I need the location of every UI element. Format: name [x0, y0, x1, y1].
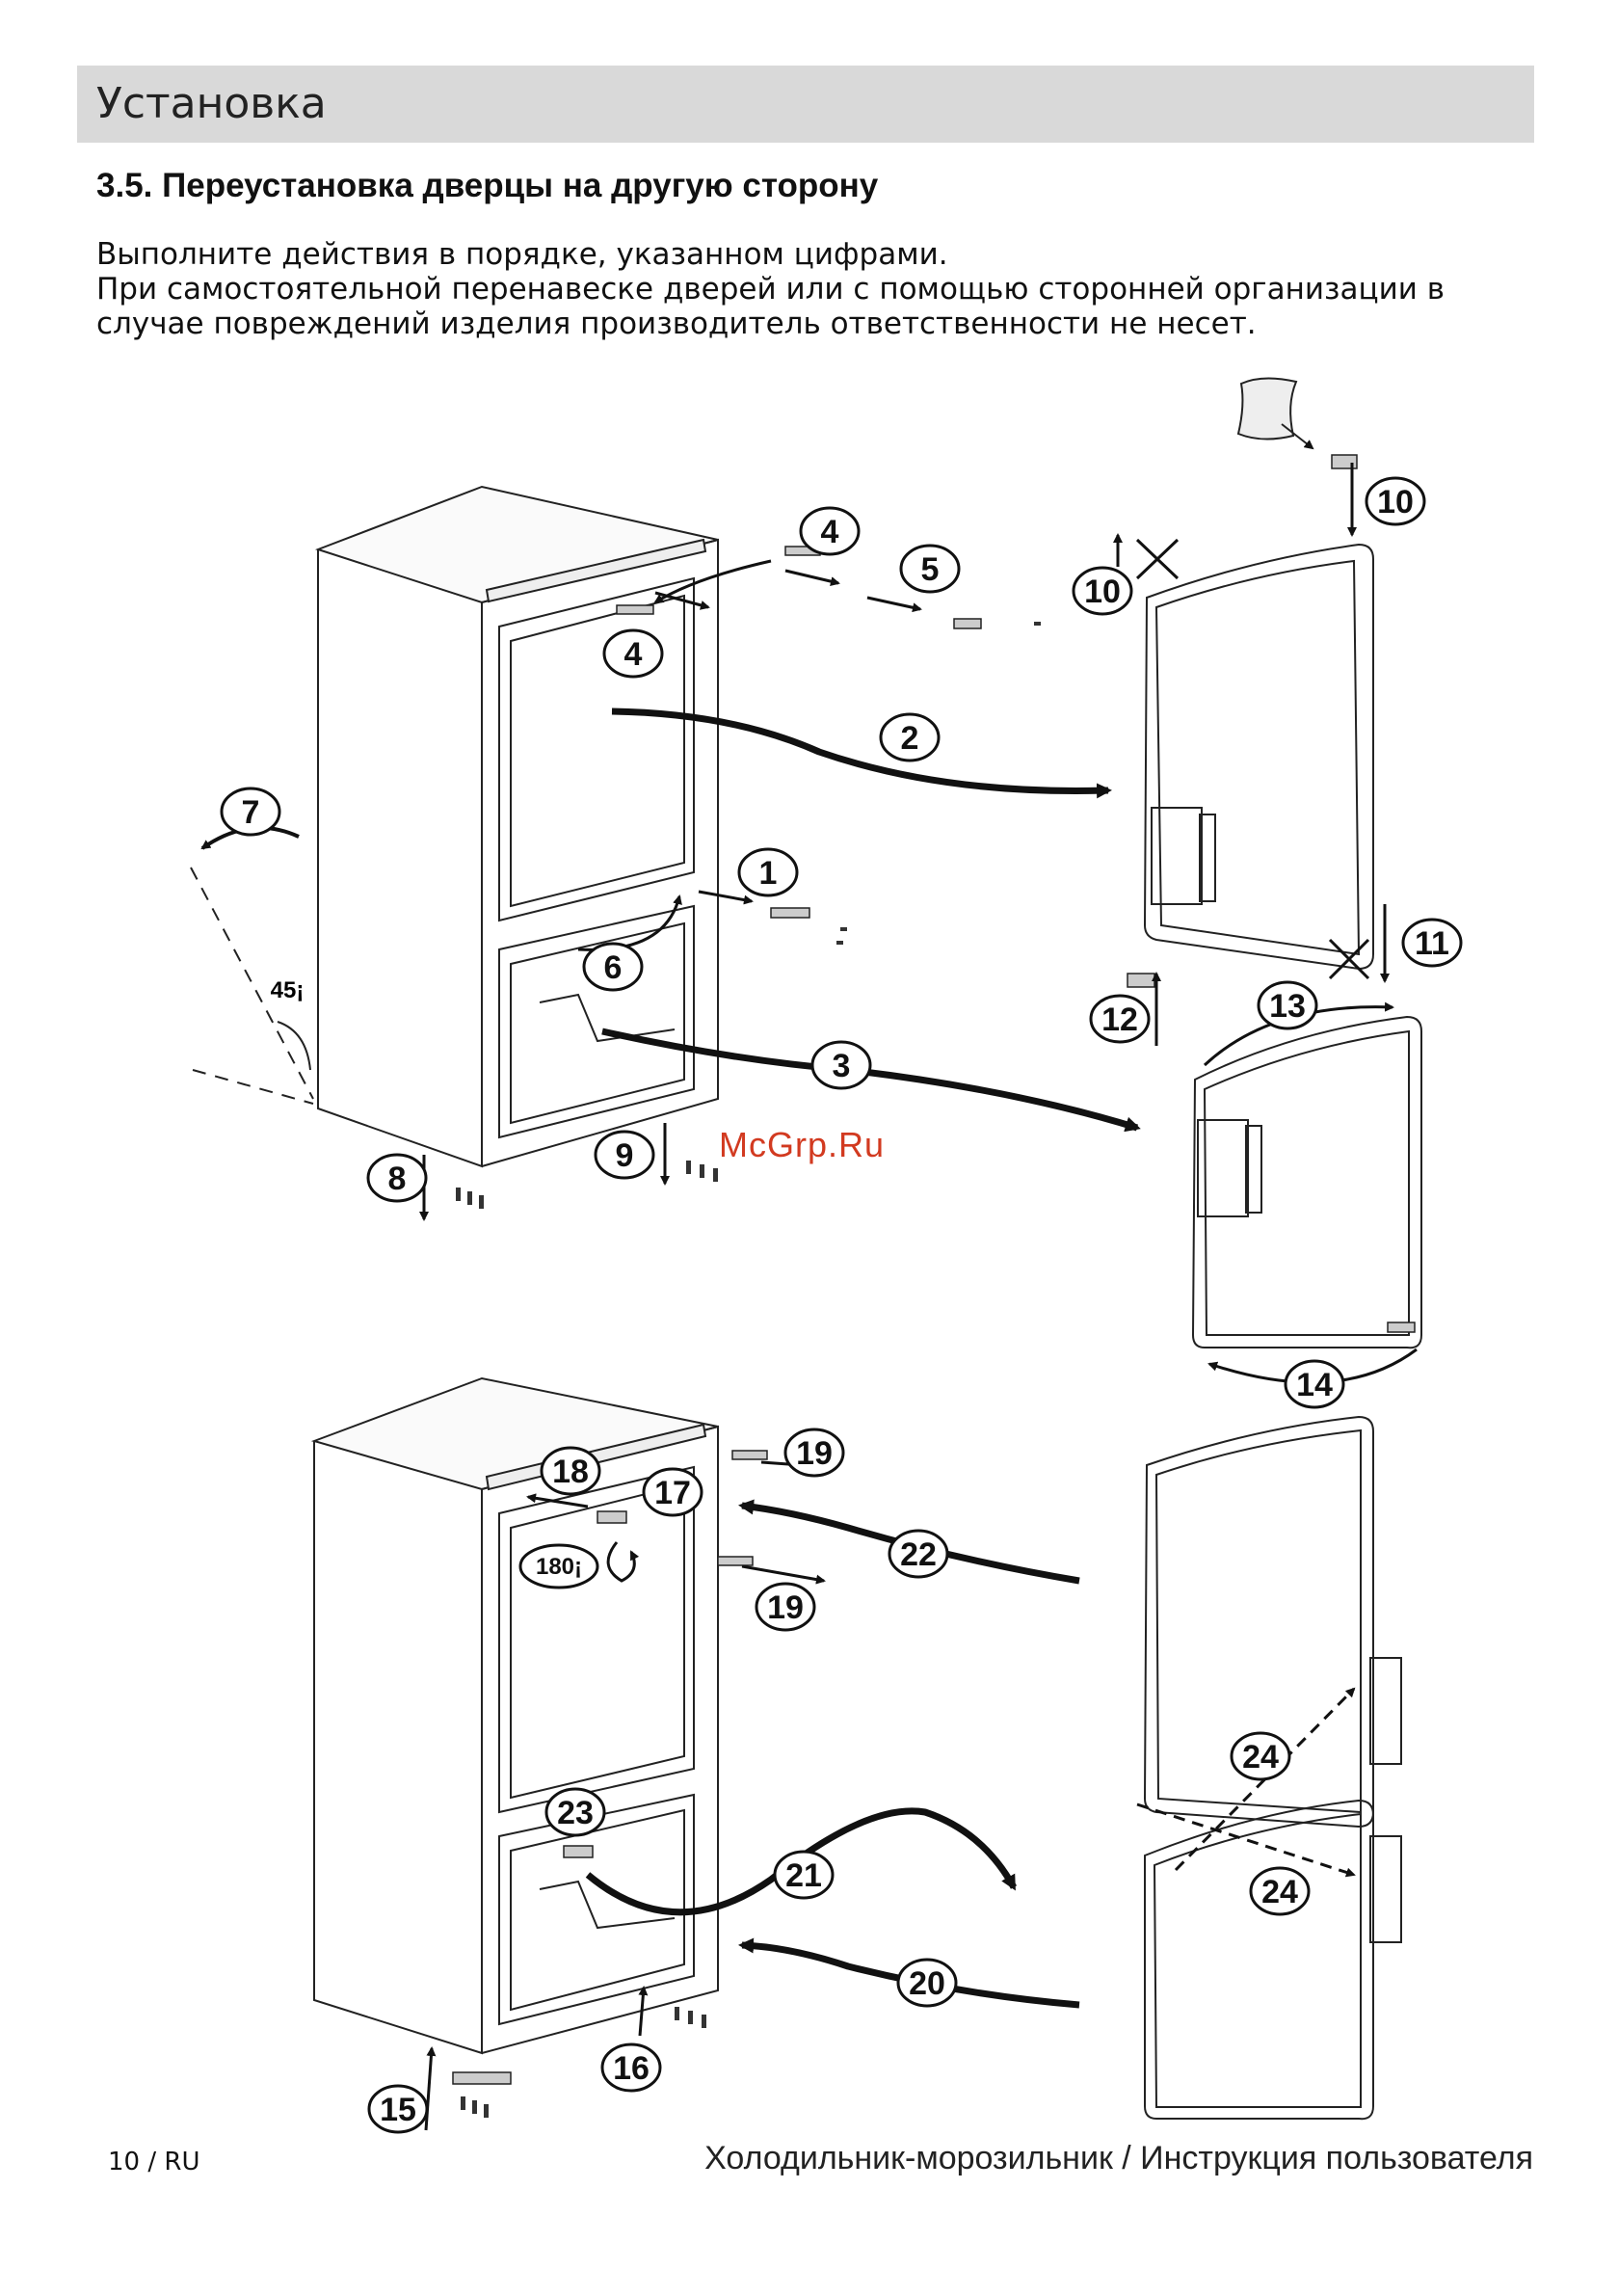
step-10b-label: 10 [1377, 484, 1414, 521]
parts-bag-icon [1236, 377, 1314, 450]
step-7-label: 7 [242, 794, 260, 831]
page-number: 10 / RU [108, 2148, 200, 2176]
fridge-body-top [314, 485, 719, 1168]
rotation-label: 180¡ [536, 1554, 582, 1580]
screws-bottom [461, 2007, 706, 2118]
screws [456, 622, 1041, 1209]
step-16-label: 16 [613, 2050, 650, 2087]
fridge-door-upper [1143, 543, 1374, 971]
step-10a-label: 10 [1084, 574, 1121, 610]
hinge-parts [616, 454, 1416, 1333]
step-4a-label: 4 [821, 514, 839, 550]
step-24b-label: 24 [1261, 1874, 1298, 1910]
step-arrows-bottom [424, 1460, 1356, 2131]
step-12-label: 12 [1101, 1001, 1138, 1038]
instruction-paragraph: Выполните действия в порядке, указанном … [96, 237, 1542, 341]
step-3-label: 3 [833, 1048, 851, 1084]
step-15-label: 15 [380, 2092, 416, 2128]
document-title: Холодильник-морозильник / Инструкция пол… [704, 2140, 1533, 2176]
fridge-door-upper-reversed [1143, 1415, 1402, 1829]
step-1-label: 1 [759, 855, 778, 892]
step-20-label: 20 [909, 1965, 945, 2002]
step-2-label: 2 [901, 720, 919, 757]
step-9-label: 9 [616, 1137, 634, 1174]
step-markers-bottom [367, 1428, 1311, 2134]
step-5-label: 5 [921, 551, 940, 588]
step-arrows-top [200, 463, 1418, 1384]
angle-label: 45¡ [271, 977, 305, 1003]
step-18-label: 18 [552, 1454, 589, 1490]
hinge-parts-bottom [452, 1450, 768, 2085]
step-13-label: 13 [1269, 988, 1306, 1025]
step-14-label: 14 [1296, 1367, 1333, 1403]
step-23-label: 23 [557, 1795, 594, 1831]
watermark: McGrp.Ru [719, 1125, 885, 1164]
step-22-label: 22 [900, 1536, 937, 1573]
paragraph-line: Выполните действия в порядке, указанном … [96, 237, 948, 272]
step-19a-label: 19 [796, 1435, 833, 1472]
section-title: 3.5. Переустановка дверцы на другую стор… [96, 167, 879, 204]
step-labels-top: 1 2 3 4 4 5 6 7 8 9 10 10 11 12 13 14 [242, 484, 1449, 1403]
step-4b-label: 4 [624, 636, 643, 673]
header-title: Установка [96, 79, 327, 128]
step-labels-bottom: 15 16 17 18 19 19 20 21 22 23 24 24 180¡ [380, 1435, 1298, 2128]
step-11-label: 11 [1415, 925, 1449, 962]
fridge-door-lower [1191, 1015, 1422, 1349]
step-17-label: 17 [654, 1475, 691, 1511]
step-8-label: 8 [388, 1161, 407, 1197]
step-21-label: 21 [785, 1857, 822, 1894]
step-6-label: 6 [604, 949, 623, 986]
fridge-door-lower-reversed [1144, 1799, 1402, 2121]
crossed-icons [1135, 538, 1370, 980]
step-19b-label: 19 [767, 1589, 804, 1626]
paragraph-line: случае повреждений изделия производитель… [96, 307, 1257, 341]
step-24a-label: 24 [1242, 1739, 1279, 1775]
step-markers-top [220, 476, 1463, 1409]
paragraph-line: При самостоятельной перенавеске дверей и… [96, 272, 1445, 307]
header-bar: Установка [77, 66, 1534, 143]
angle-guide [190, 867, 314, 1105]
